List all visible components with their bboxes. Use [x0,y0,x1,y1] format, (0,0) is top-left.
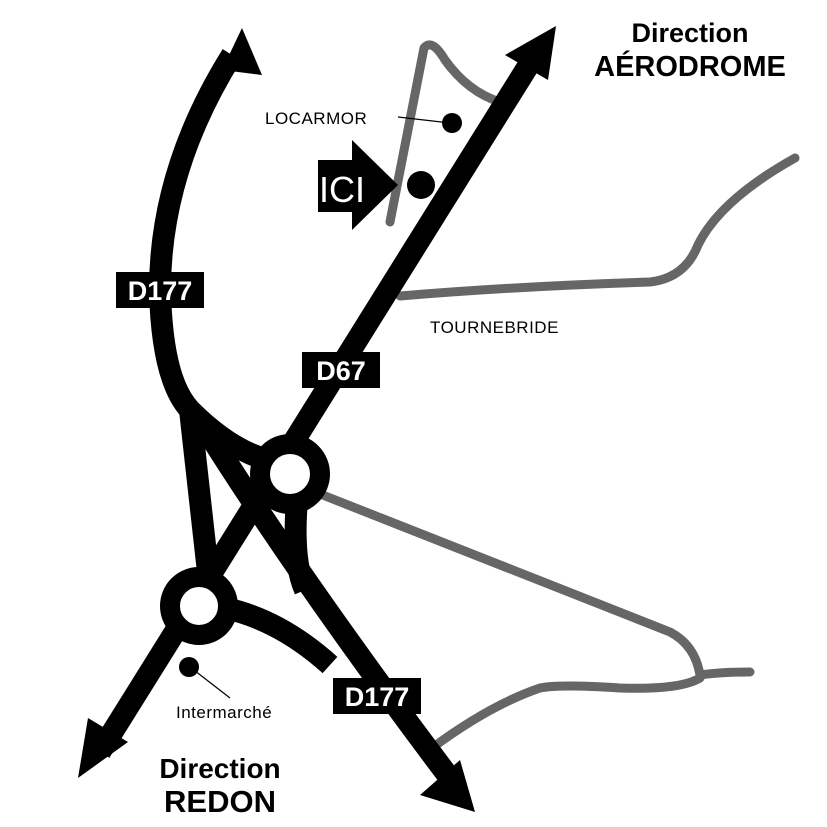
badge-d177-top [116,272,204,308]
locarmor-dot [442,113,462,133]
road-southeast [427,673,705,753]
badge-d177-bottom [333,678,421,714]
road-link-east [284,499,316,595]
arrowheads [78,26,556,812]
place-tournebride: TOURNEBRIDE [430,318,559,337]
road-label-d177-top: D177 [128,276,193,306]
place-locarmor: LOCARMOR [265,109,367,128]
road-link-arc [222,597,338,674]
road-locarmor [385,40,505,227]
arrow-north-d177 [222,28,262,75]
roundabout-north [250,434,330,514]
road-label-d177-bottom: D177 [345,682,410,712]
place-intermarche: Intermarché [176,703,272,722]
arrow-north-d67 [505,26,556,80]
arrow-south-d67 [78,718,128,778]
roundabout-south [160,567,238,645]
road-d177-north [149,49,272,471]
direction-north-line2: AÉRODROME [594,49,786,83]
here-dot [407,171,435,199]
direction-south-line2: REDON [164,784,276,819]
road-d177-south [190,414,464,792]
here-label: ICI [319,169,365,210]
locarmor-leader [397,116,451,124]
road-label-d67: D67 [316,356,366,386]
direction-north-line1: Direction [631,18,748,48]
road-link-west [179,408,221,592]
direction-south-line1: Direction [159,753,280,784]
road-d67 [90,49,545,758]
intermarche-dot [179,657,199,677]
arrow-south-d177 [420,760,475,812]
road-east [305,485,755,680]
here-arrow [318,140,398,230]
badge-d67 [302,352,380,388]
road-tournebride [395,153,800,301]
